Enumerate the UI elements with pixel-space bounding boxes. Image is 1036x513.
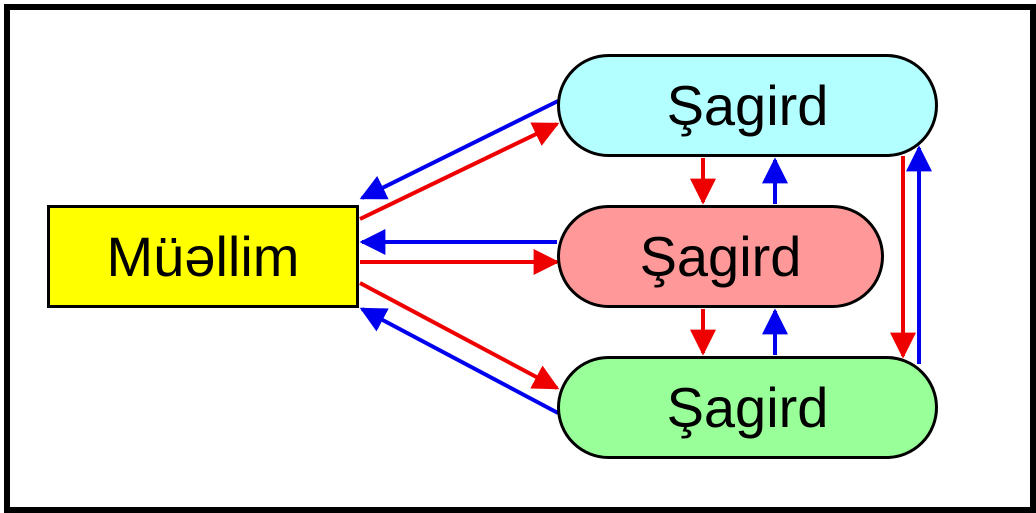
student-node-bottom: Şagird xyxy=(557,356,938,459)
arrow-teacher-to-student-top xyxy=(359,122,560,221)
student-node-top: Şagird xyxy=(557,54,938,157)
arrow-student-top-to-teacher xyxy=(359,99,559,200)
student-node-middle: Şagird xyxy=(557,205,884,308)
arrow-teacher-to-student-bot xyxy=(359,281,560,390)
arrow-student-bot-to-teacher xyxy=(359,307,559,415)
teacher-node: Müəllim xyxy=(47,205,359,308)
